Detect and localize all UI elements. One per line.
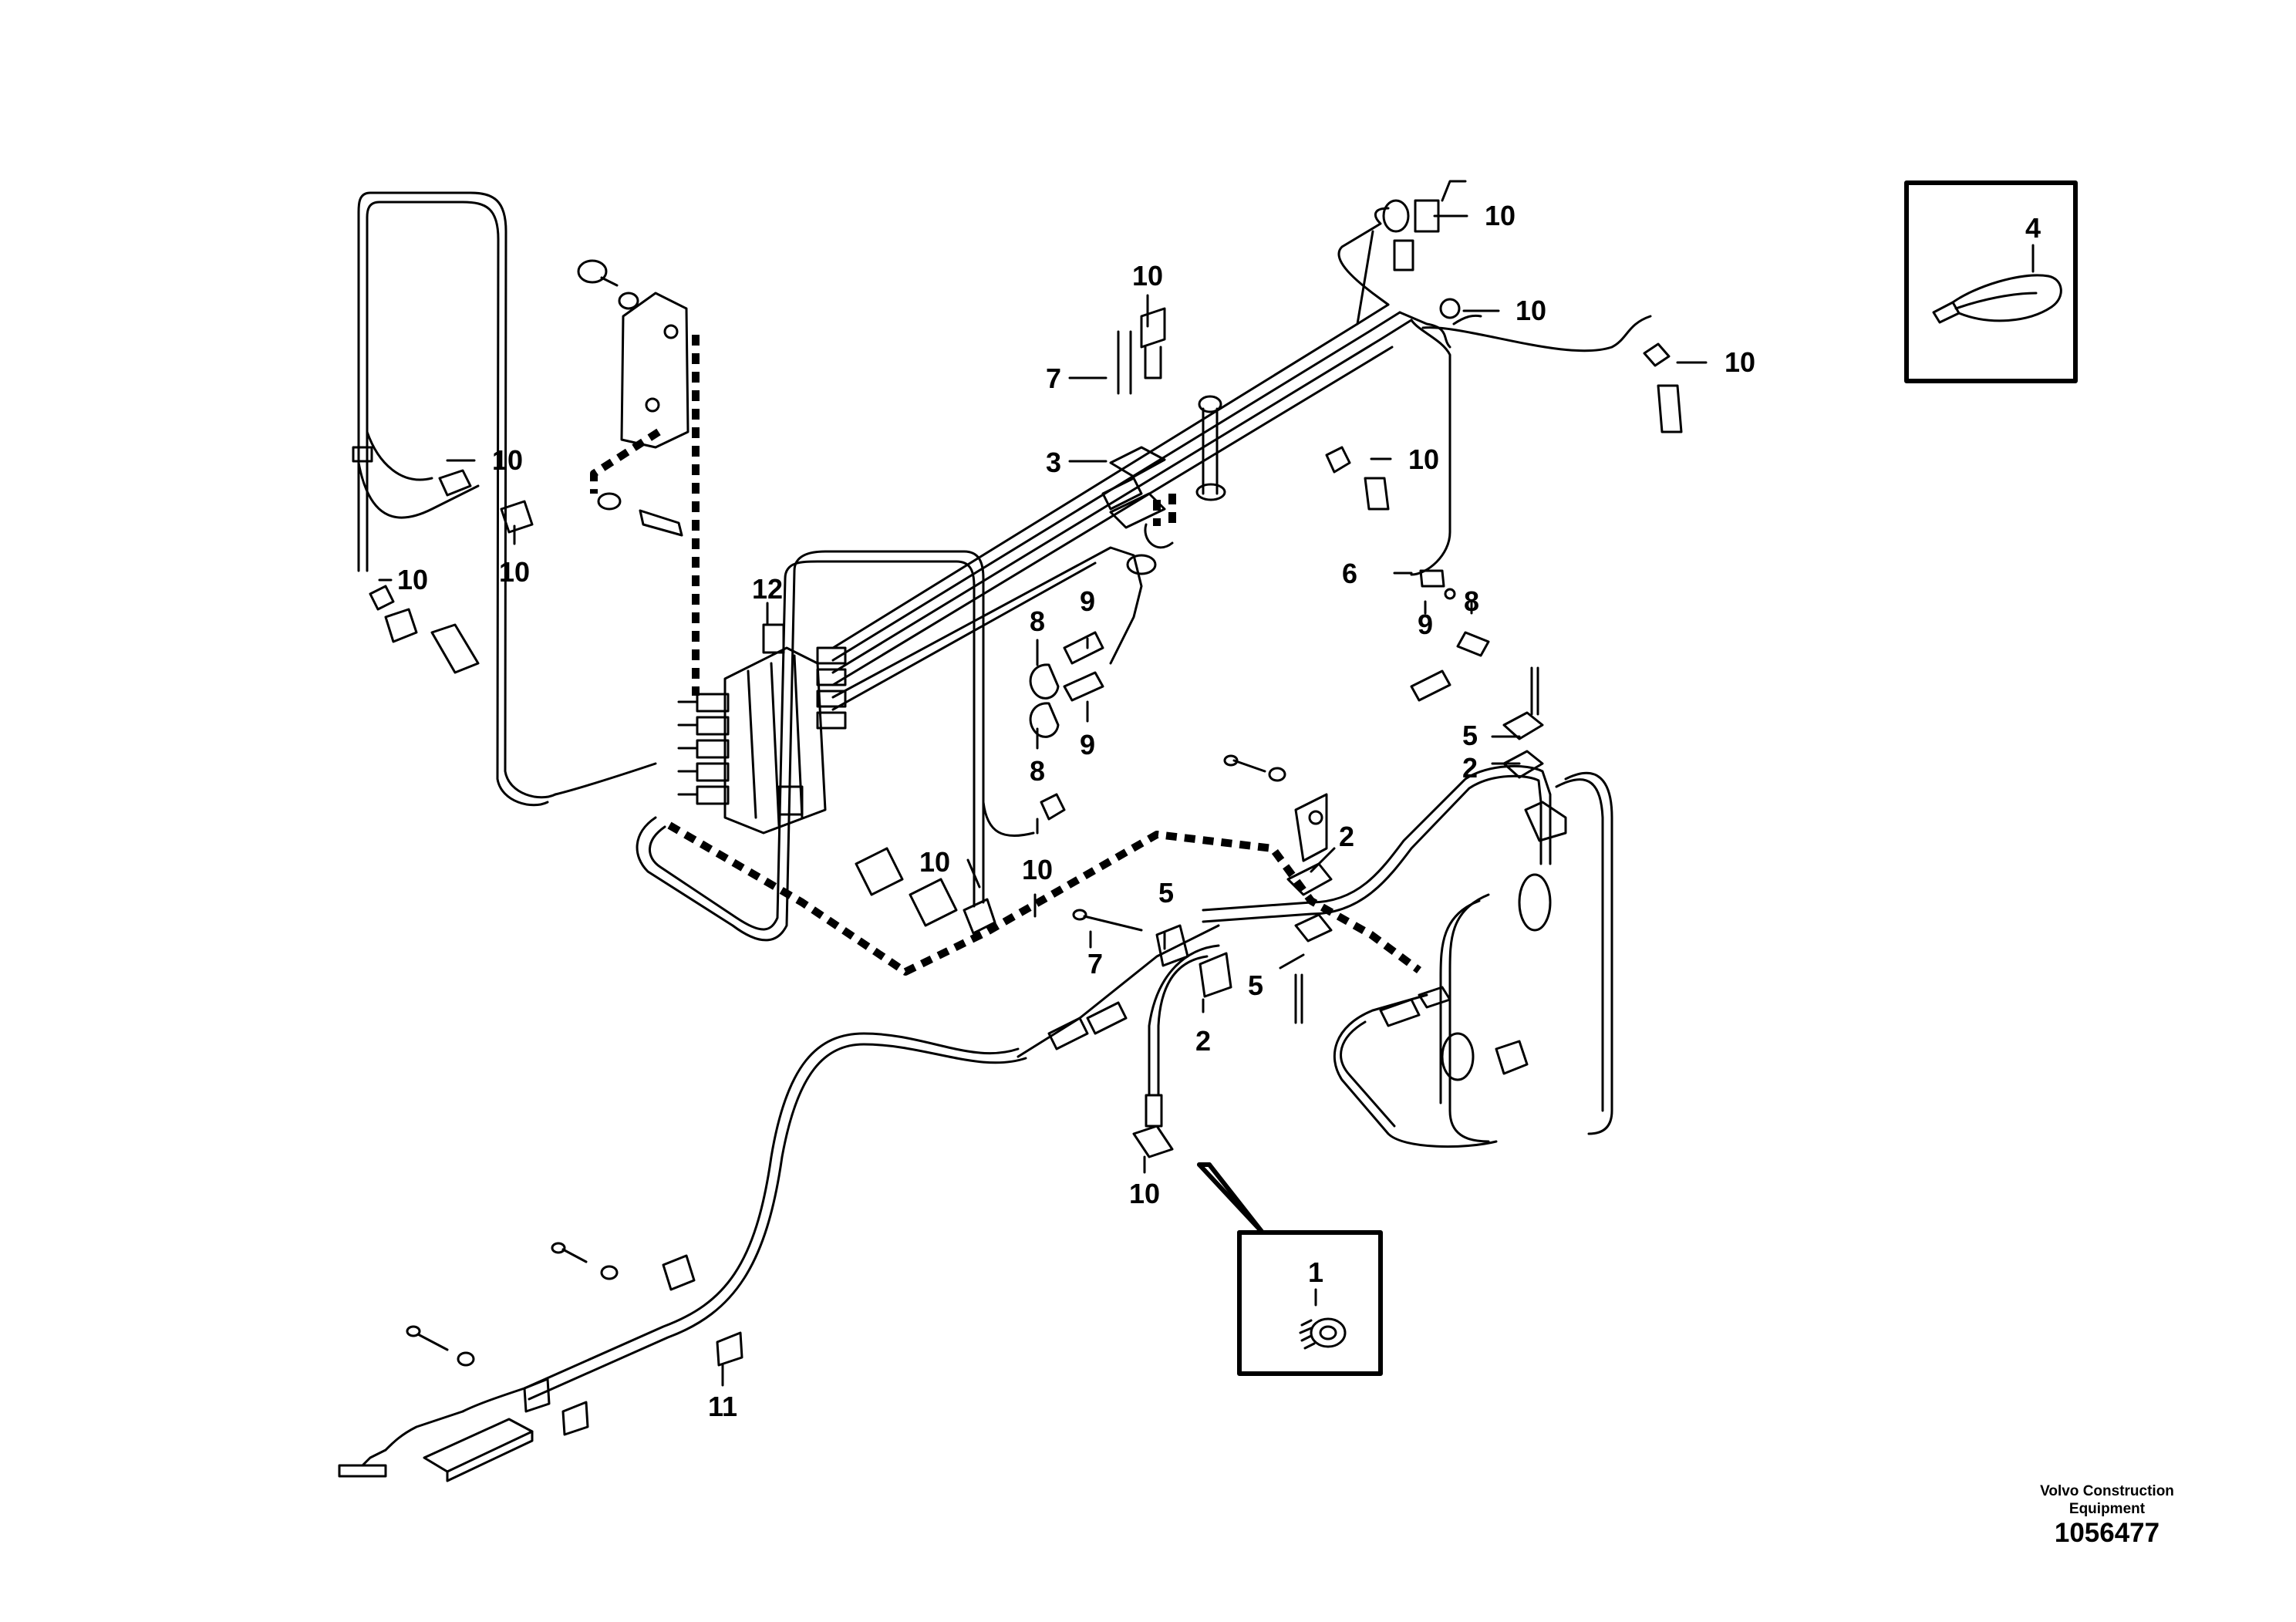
callout-11: 11 — [708, 1391, 737, 1422]
pipe-bundle — [831, 207, 1652, 711]
callout-10-center-left: 10 — [919, 846, 950, 878]
callout-10-left-1: 10 — [492, 444, 523, 476]
mounting-bracket — [577, 259, 689, 537]
callout-10-left-2: 10 — [397, 564, 428, 595]
callout-10-left-3: 10 — [499, 556, 530, 588]
callout-6: 6 — [1342, 558, 1357, 589]
callout-7-lower: 7 — [1087, 948, 1103, 980]
plug-icon — [1299, 1317, 1347, 1350]
lower-long-hose — [384, 924, 1220, 1452]
callout-10-center-low: 10 — [1022, 854, 1053, 885]
callout-8-upper: 8 — [1030, 605, 1045, 637]
brand-line-1: Volvo Construction — [2040, 1483, 2174, 1499]
center-loop-line — [636, 550, 1035, 942]
callout-10-upper-right-2: 10 — [1725, 346, 1755, 378]
left-loop-line — [352, 191, 657, 807]
callout-9-lower: 9 — [1080, 729, 1095, 760]
callout-3: 3 — [1046, 447, 1061, 478]
leader-lines — [378, 214, 1708, 1387]
cable-tie-icon — [1932, 274, 2062, 324]
callout-9-right: 9 — [1418, 609, 1433, 640]
callout-10-center-top: 10 — [1132, 260, 1163, 292]
callout-2-upper-right: 2 — [1462, 752, 1478, 784]
clamps — [523, 446, 1567, 1436]
callout-2-center: 2 — [1339, 821, 1354, 852]
callout-8-lower: 8 — [1030, 755, 1045, 787]
bolts-and-washers — [406, 330, 1539, 1367]
fittings — [369, 180, 1683, 1158]
callout-8-right: 8 — [1464, 585, 1479, 617]
callout-labels: 1 2 2 2 3 4 5 5 5 6 7 7 8 8 8 9 9 9 10 1… — [397, 200, 2041, 1422]
callout-2-lower: 2 — [1195, 1025, 1211, 1057]
callout-7-upper: 7 — [1046, 363, 1061, 394]
brand-caption: Volvo Construction Equipment — [2014, 1482, 2200, 1518]
callout-12: 12 — [752, 573, 783, 605]
callout-10-top: 10 — [1485, 200, 1515, 231]
callout-1: 1 — [1308, 1256, 1323, 1288]
brand-line-2: Equipment — [2068, 1501, 2146, 1517]
detail-box-plug — [1197, 1162, 1383, 1376]
detail-box-cable-tie — [1904, 180, 2078, 383]
control-valve-block — [677, 623, 847, 835]
callout-9-upper: 9 — [1080, 585, 1095, 617]
callout-10-center-right: 10 — [1408, 443, 1439, 475]
callout-10-bottom: 10 — [1129, 1178, 1160, 1209]
callout-5-lower: 5 — [1248, 969, 1263, 1001]
part-number: 1056477 — [2054, 1518, 2160, 1548]
callout-10-upper-right-1: 10 — [1515, 295, 1546, 326]
right-pipe-run — [1202, 765, 1613, 1148]
dashed-harness — [590, 335, 1421, 976]
callout-5-center: 5 — [1158, 877, 1174, 909]
callout-5-upper-right: 5 — [1462, 720, 1478, 751]
sensor-body — [338, 1418, 534, 1482]
callout-4: 4 — [2025, 212, 2041, 244]
